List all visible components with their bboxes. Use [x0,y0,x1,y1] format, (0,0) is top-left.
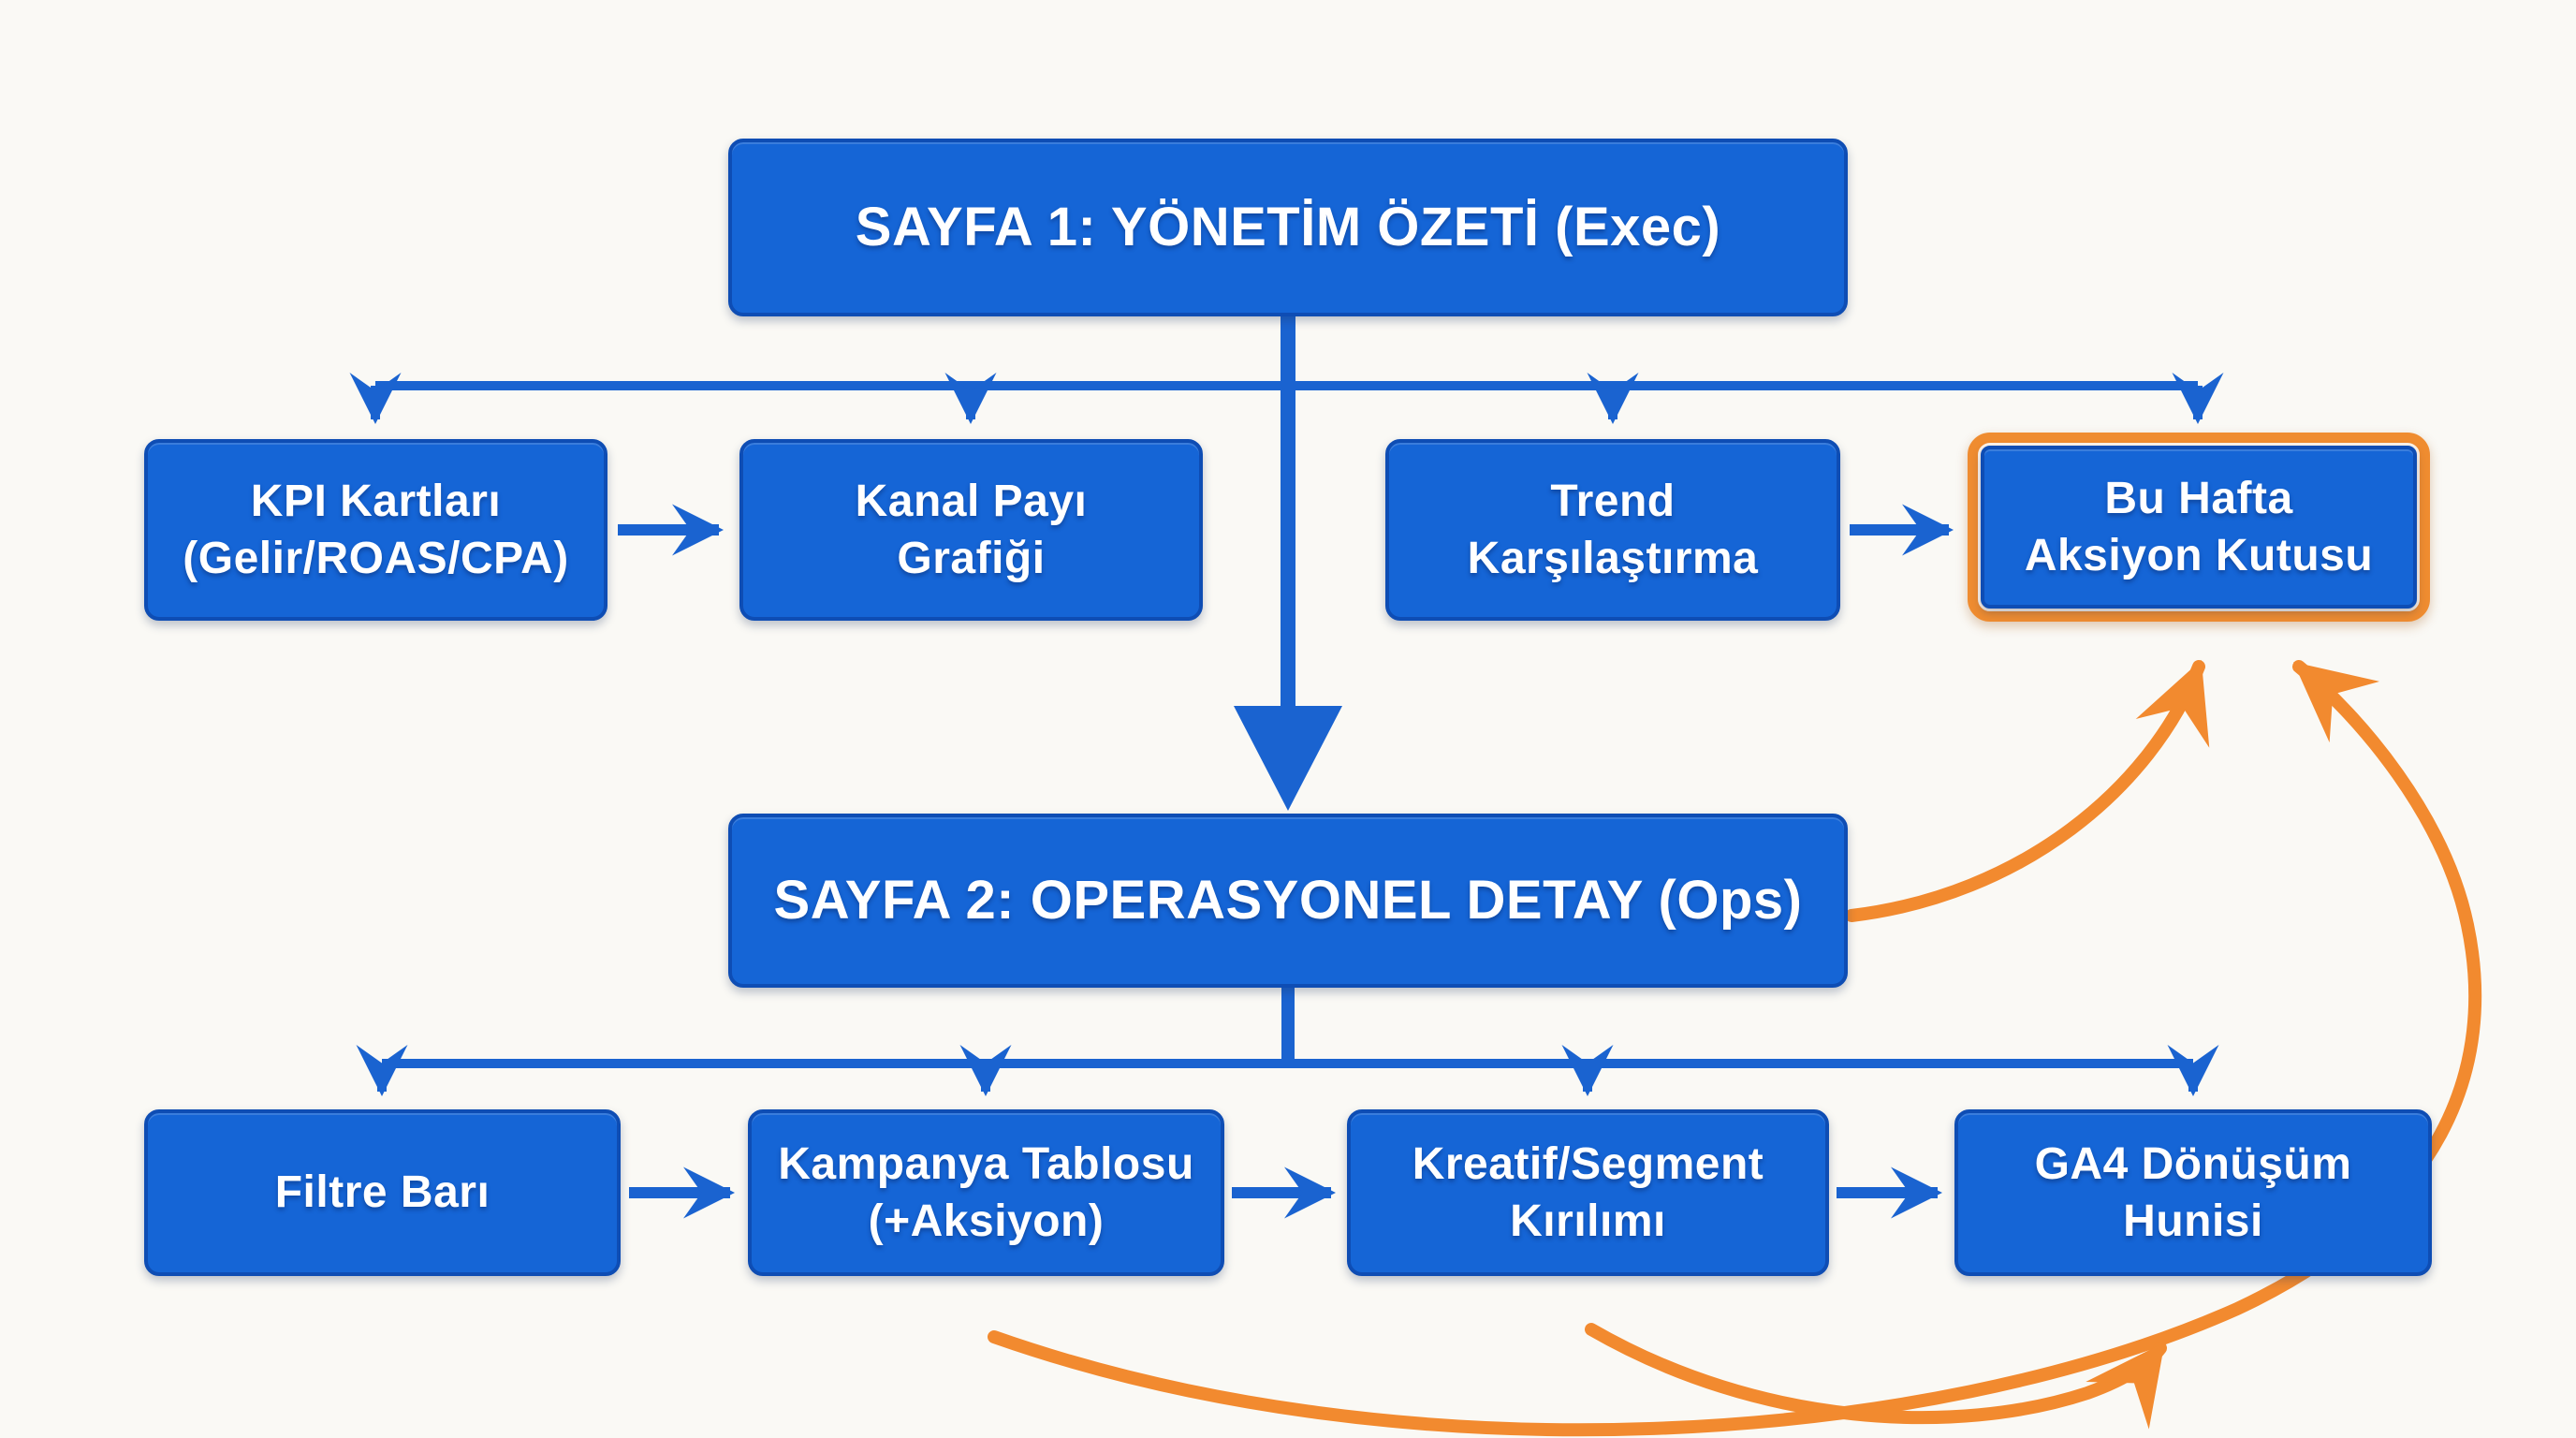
node-weekly-action-box-highlight: Bu Hafta Aksiyon Kutusu [1968,433,2430,622]
node-kpi-cards: KPI Kartları (Gelir/ROAS/CPA) [144,439,607,621]
node-campaign-table: Kampanya Tablosu (+Aksiyon) [748,1109,1224,1276]
edge-sayfa2-buhafta-feedback [1845,659,2210,922]
node-filter-bar-label: Filtre Barı [274,1167,490,1218]
node-ga4-conversion-funnel: GA4 Dönüşüm Hunisi [1954,1109,2432,1276]
node-weekly-action-box: Bu Hafta Aksiyon Kutusu [1981,446,2417,609]
node-sayfa2-label: SAYFA 2: OPERASYONEL DETAY (Ops) [773,869,1803,931]
node-campaign-table-label: Kampanya Tablosu (+Aksiyon) [778,1138,1194,1246]
node-channel-share-chart: Kanal Payı Grafiği [739,439,1203,621]
edge-kampanya-buhafta-feedback [988,660,2482,1437]
node-kpi-cards-label: KPI Kartları (Gelir/ROAS/CPA) [183,476,569,583]
node-creative-segment-breakdown-label: Kreatif/Segment Kırılımı [1412,1138,1764,1246]
edge-kreatif-ga4-feedback [1585,1323,2167,1430]
node-channel-share-chart-label: Kanal Payı Grafiği [855,476,1088,583]
node-ga4-conversion-funnel-label: GA4 Dönüşüm Hunisi [2034,1138,2352,1246]
node-creative-segment-breakdown: Kreatif/Segment Kırılımı [1347,1109,1829,1276]
node-trend-comparison: Trend Karşılaştırma [1385,439,1840,621]
node-sayfa2-operational-detail: SAYFA 2: OPERASYONEL DETAY (Ops) [728,814,1848,988]
node-sayfa1-label: SAYFA 1: YÖNETİM ÖZETİ (Exec) [855,196,1721,257]
node-trend-comparison-label: Trend Karşılaştırma [1467,476,1759,583]
edge-sayfa1-sayfa2-arrowhead [1234,706,1342,811]
node-sayfa1-exec-summary: SAYFA 1: YÖNETİM ÖZETİ (Exec) [728,139,1848,316]
node-weekly-action-box-label: Bu Hafta Aksiyon Kutusu [2024,473,2374,580]
node-filter-bar: Filtre Barı [144,1109,621,1276]
